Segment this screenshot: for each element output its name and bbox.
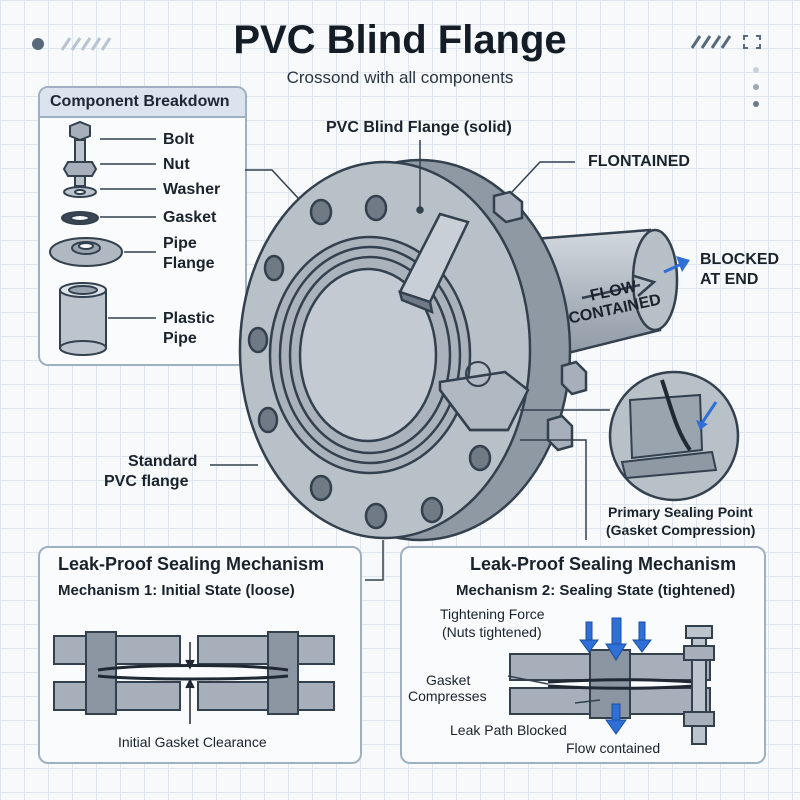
callout-seal-2: (Gasket Compression) bbox=[606, 522, 756, 538]
page-title: PVC Blind Flange bbox=[233, 18, 567, 62]
component-breakdown-heading: Component Breakdown bbox=[40, 88, 245, 118]
page-subtitle: Crossond with all components bbox=[286, 68, 514, 87]
callout-solid-flange: PVC Blind Flange (solid) bbox=[326, 119, 512, 136]
mechanism-2-gasket-2: Compresses bbox=[408, 688, 487, 704]
mechanism-2-heading: Leak-Proof Sealing Mechanism bbox=[470, 554, 737, 574]
mechanism-2-subheading: Mechanism 2: Sealing State (tightened) bbox=[456, 582, 736, 599]
mechanism-2-leak-label: Leak Path Blocked bbox=[450, 722, 567, 738]
callout-standard-2: PVC flange bbox=[104, 473, 189, 490]
flow-arrow-icon bbox=[581, 256, 690, 300]
callout-blocked-2: AT END bbox=[700, 271, 759, 288]
sealing-zoom-view bbox=[608, 370, 740, 502]
component-bolt-label: Bolt bbox=[163, 131, 195, 148]
mechanism-1-subheading: Mechanism 1: Initial State (loose) bbox=[58, 582, 295, 599]
mechanism-2-flow-label: Flow contained bbox=[566, 740, 661, 756]
mechanism-2-force-2: (Nuts tightened) bbox=[442, 624, 542, 640]
bolt-icon bbox=[69, 120, 91, 142]
mechanism-1-heading: Leak-Proof Sealing Mechanism bbox=[58, 554, 325, 574]
callout-contained: FLONTAINED bbox=[588, 153, 690, 170]
component-plastic-pipe-label: Plastic Pipe bbox=[163, 310, 215, 347]
nut-icon bbox=[62, 161, 98, 177]
mechanism-2-diagram bbox=[507, 617, 715, 745]
dot-stripes-icon bbox=[32, 37, 112, 51]
callout-seal-1: Primary Sealing Point bbox=[608, 504, 753, 520]
component-pipe-flange-label: Pipe Flange bbox=[163, 235, 215, 272]
component-nut-label: Nut bbox=[163, 156, 190, 173]
top-left-decoration bbox=[30, 34, 120, 59]
stripes-expand-icon bbox=[690, 35, 761, 107]
mechanism-1-diagram bbox=[53, 631, 335, 724]
component-washer-label: Washer bbox=[163, 181, 221, 198]
mechanism-1-clearance-label: Initial Gasket Clearance bbox=[118, 734, 267, 750]
mechanism-2-force-1: Tightening Force bbox=[440, 606, 545, 622]
callout-standard-1: Standard bbox=[128, 453, 198, 470]
mechanism-2-gasket-1: Gasket bbox=[426, 672, 471, 688]
top-right-decoration bbox=[690, 32, 770, 117]
component-icons bbox=[49, 120, 156, 356]
component-gasket-label: Gasket bbox=[163, 209, 217, 226]
callout-blocked-1: BLOCKED bbox=[700, 251, 780, 268]
